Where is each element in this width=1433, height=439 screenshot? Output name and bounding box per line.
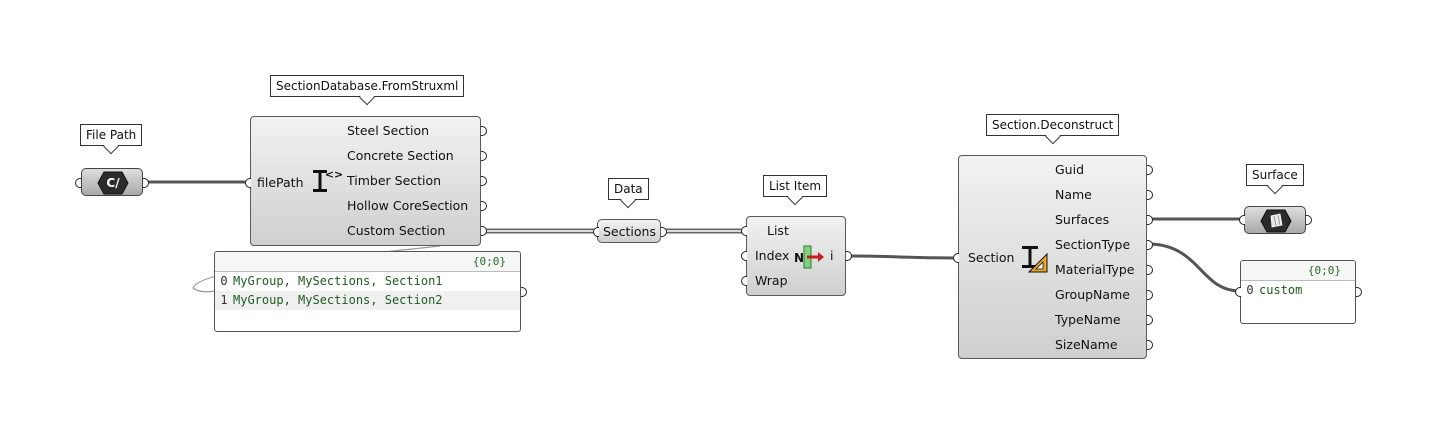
input-list-label: List	[767, 223, 789, 238]
surface-node[interactable]	[1244, 206, 1306, 234]
output-i-label: i	[830, 248, 834, 263]
output-concrete-section-label: Concrete Section	[347, 148, 454, 163]
from-struxml-tag: SectionDatabase.FromStruxml	[270, 75, 465, 97]
output-guid-label: Guid	[1055, 162, 1085, 177]
sectiontype-output-grip[interactable]	[1147, 240, 1153, 250]
input-index-label: Index	[755, 248, 790, 263]
type-panel-output-grip[interactable]	[1356, 287, 1362, 297]
type-panel-header: {0;0}	[1241, 261, 1355, 281]
list-item-icon-letter: N	[795, 251, 804, 265]
wire-item-section[interactable]	[846, 254, 960, 260]
sections-panel-output-grip[interactable]	[521, 287, 527, 297]
type-panel-input-grip[interactable]	[1235, 287, 1241, 297]
file-path-node[interactable]: C/	[81, 168, 143, 196]
file-path-tag: File Path	[80, 124, 143, 146]
output-sizename-label: SizeName	[1055, 337, 1118, 352]
i-beam-section-icon: <>	[313, 168, 342, 192]
list-item-component[interactable]: List Index Wrap N i	[746, 216, 846, 296]
output-name-label: Name	[1055, 187, 1092, 202]
groupname-output-grip[interactable]	[1147, 290, 1153, 300]
output-timber-section-label: Timber Section	[347, 173, 442, 188]
output-materialtype-label: MaterialType	[1055, 262, 1135, 277]
output-typename-label: TypeName	[1055, 312, 1121, 327]
file-path-icon-text: C/	[106, 176, 120, 190]
file-path-input-grip[interactable]	[75, 178, 81, 188]
data-output-grip[interactable]	[661, 227, 667, 237]
sections-panel-header: {0;0}	[215, 252, 520, 272]
materialtype-output-grip[interactable]	[1147, 265, 1153, 275]
section-deconstruct-component[interactable]: Section Guid Name Surfaces SectionType M…	[958, 155, 1147, 359]
output-groupname-label: GroupName	[1055, 287, 1130, 302]
from-struxml-component[interactable]: filePath <> Steel Section Concrete Secti…	[250, 116, 481, 246]
list-item-icon: N	[795, 245, 824, 269]
hollow-core-section-output-grip[interactable]	[481, 201, 487, 211]
data-sections-node[interactable]: Sections	[597, 219, 661, 243]
timber-section-output-grip[interactable]	[481, 176, 487, 186]
input-wrap-label: Wrap	[755, 273, 788, 288]
list-input-grip[interactable]	[741, 226, 747, 236]
surface-hex-icon	[1260, 209, 1292, 233]
name-output-grip[interactable]	[1147, 190, 1153, 200]
surface-tag: Surface	[1246, 164, 1304, 186]
surface-input-grip[interactable]	[1239, 215, 1245, 225]
surface-output-grip[interactable]	[1306, 215, 1312, 225]
custom-section-output-grip[interactable]	[481, 226, 487, 236]
filepath-input-grip[interactable]	[245, 178, 251, 188]
data-tag: Data	[608, 178, 649, 200]
typename-output-grip[interactable]	[1147, 315, 1153, 325]
sizename-output-grip[interactable]	[1147, 340, 1153, 350]
data-sections-label: Sections	[603, 224, 656, 239]
input-section-label: Section	[968, 250, 1015, 265]
section-input-grip[interactable]	[953, 253, 959, 263]
section-deconstruct-icon	[1022, 246, 1048, 273]
input-filepath-label: filePath	[257, 175, 304, 190]
wire-sectiontype[interactable]	[1146, 242, 1242, 293]
index-input-grip[interactable]	[741, 251, 747, 261]
data-input-grip[interactable]	[593, 227, 599, 237]
c-path-hex-icon: C/	[97, 171, 129, 195]
output-hollow-core-section-label: Hollow CoreSection	[347, 198, 469, 213]
output-custom-section-label: Custom Section	[347, 223, 446, 238]
surfaces-output-grip[interactable]	[1147, 215, 1153, 225]
file-path-output-grip[interactable]	[143, 178, 149, 188]
guid-output-grip[interactable]	[1147, 165, 1153, 175]
output-steel-section-label: Steel Section	[347, 123, 430, 138]
list-item-tag: List Item	[763, 175, 828, 197]
deconstruct-tag: Section.Deconstruct	[986, 114, 1120, 136]
steel-section-output-grip[interactable]	[481, 126, 487, 136]
output-surfaces-label: Surfaces	[1055, 212, 1110, 227]
output-sectiontype-label: SectionType	[1055, 237, 1131, 252]
concrete-section-output-grip[interactable]	[481, 151, 487, 161]
i-output-grip[interactable]	[846, 251, 852, 261]
svg-text:<>: <>	[325, 168, 342, 181]
wrap-input-grip[interactable]	[741, 276, 747, 286]
